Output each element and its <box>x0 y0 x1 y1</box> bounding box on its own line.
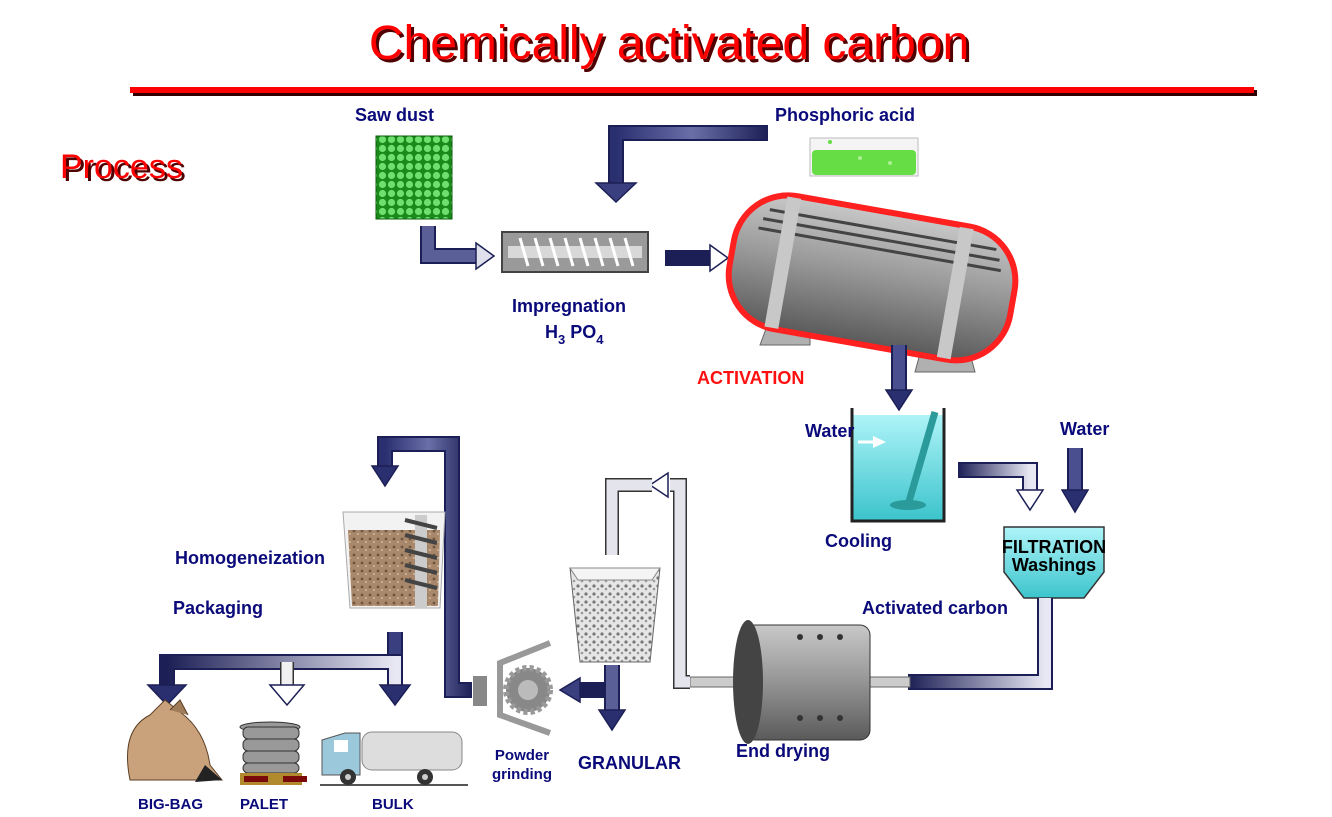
activation-label: ACTIVATION <box>697 368 804 388</box>
sawdust-feed-arrow <box>420 226 496 271</box>
filtration-water-arrow <box>1060 448 1090 514</box>
filtration-hopper-icon <box>1003 526 1105 599</box>
granular-container-icon <box>569 567 661 663</box>
acid-feed-arrow <box>594 125 768 204</box>
homogeneization-label: Homogeneization <box>175 548 325 568</box>
washings-label: Washings <box>1012 555 1096 575</box>
big-bag-icon <box>127 699 224 782</box>
page-title: Chemically activated carbon <box>369 17 969 70</box>
saw-dust-label: Saw dust <box>355 105 434 125</box>
to-grinding-arrow <box>558 676 605 704</box>
cooling-water-label: Water <box>805 421 854 441</box>
activation-reactor-icon <box>725 192 1019 373</box>
to-filtration-arrow <box>958 462 1045 512</box>
phosphoric-acid-label: Phosphoric acid <box>775 105 915 125</box>
big-bag-label: BIG-BAG <box>138 796 203 813</box>
palet-icon <box>239 721 307 785</box>
cooling-water-arrow <box>858 436 886 448</box>
filtration-water-label: Water <box>1060 419 1109 439</box>
acid-tank-icon <box>809 137 919 177</box>
to-granular-arrow <box>605 471 690 689</box>
to-drying-pipe <box>908 598 1053 690</box>
packaging-distribution-arrows <box>146 632 412 707</box>
activated-carbon-label: Activated carbon <box>862 598 1008 618</box>
impregnation-screw-icon <box>501 231 649 273</box>
grinding-label: grinding <box>492 766 552 783</box>
impregnation-formula: H3 PO4 <box>545 322 604 347</box>
saw-dust-icon <box>375 135 453 220</box>
section-title: Process <box>60 148 183 186</box>
cooling-tank-icon <box>850 408 946 523</box>
palet-label: PALET <box>240 796 288 813</box>
powder-label: Powder <box>495 747 549 764</box>
to-activation-arrow <box>665 243 730 273</box>
end-drying-label: End drying <box>736 741 830 761</box>
granular-label: GRANULAR <box>578 753 681 773</box>
to-homogenizer-arrow <box>370 436 472 698</box>
granular-output-arrow <box>597 665 627 732</box>
homogenizer-icon <box>342 511 446 609</box>
filtration-label: FILTRATION <box>1002 537 1106 557</box>
bulk-label: BULK <box>372 796 414 813</box>
impregnation-label: Impregnation <box>512 296 626 316</box>
end-drying-dryer-icon <box>689 620 911 744</box>
cooling-label: Cooling <box>825 531 892 551</box>
title-underline <box>130 87 1254 93</box>
bulk-truck-icon <box>320 731 468 786</box>
powder-grinder-icon <box>473 640 553 736</box>
packaging-label: Packaging <box>173 598 263 618</box>
to-cooling-arrow <box>884 345 914 412</box>
